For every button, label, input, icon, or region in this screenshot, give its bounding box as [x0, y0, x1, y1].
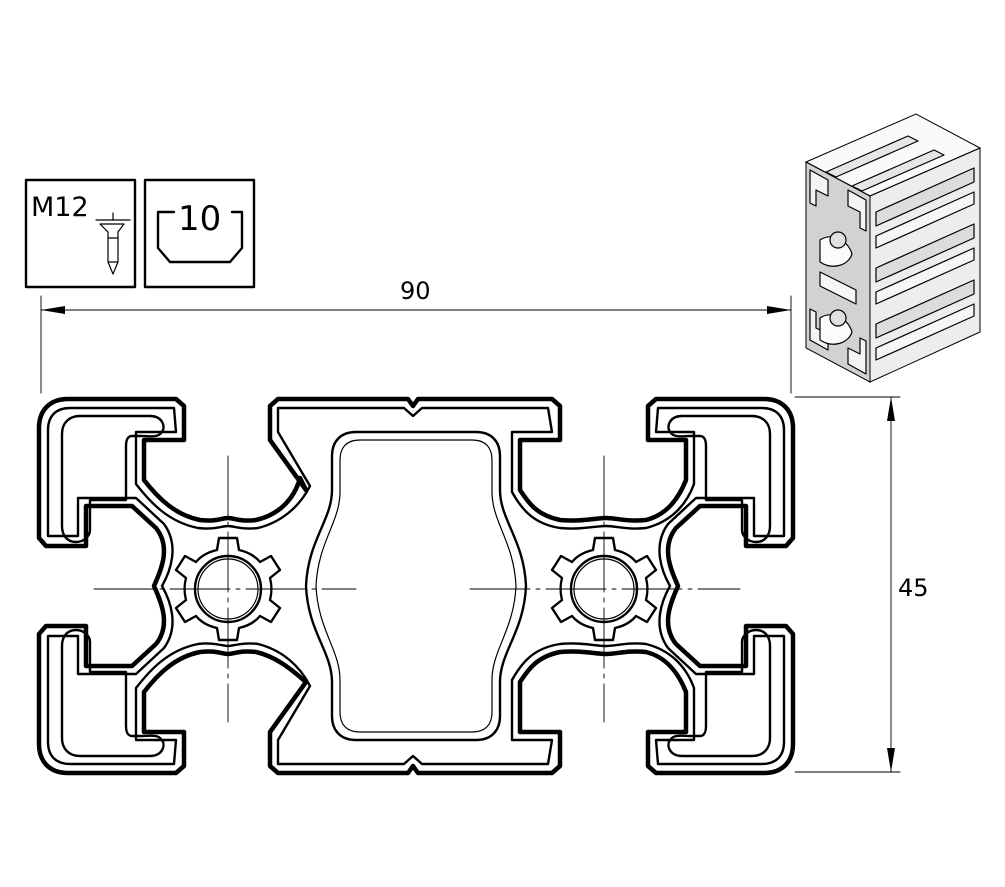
central-cavity	[304, 430, 528, 742]
thread-symbol: M12	[24, 178, 137, 289]
height-label: 45	[898, 574, 929, 602]
height-dimension: 45	[794, 396, 929, 773]
width-dimension: 90	[40, 277, 792, 394]
center-lines	[93, 455, 741, 723]
slot-symbol: 10	[143, 178, 256, 289]
width-label: 90	[400, 277, 431, 305]
slot-label: 10	[178, 199, 221, 239]
corner-slots	[60, 414, 772, 758]
isometric-profile-view	[804, 113, 982, 383]
slot-icon	[156, 210, 244, 264]
profile-outline	[36, 396, 796, 776]
screw-icon	[95, 212, 131, 275]
profile-cross-section	[36, 396, 796, 776]
profile-outline-inner	[46, 406, 786, 766]
thread-label: M12	[31, 192, 89, 223]
